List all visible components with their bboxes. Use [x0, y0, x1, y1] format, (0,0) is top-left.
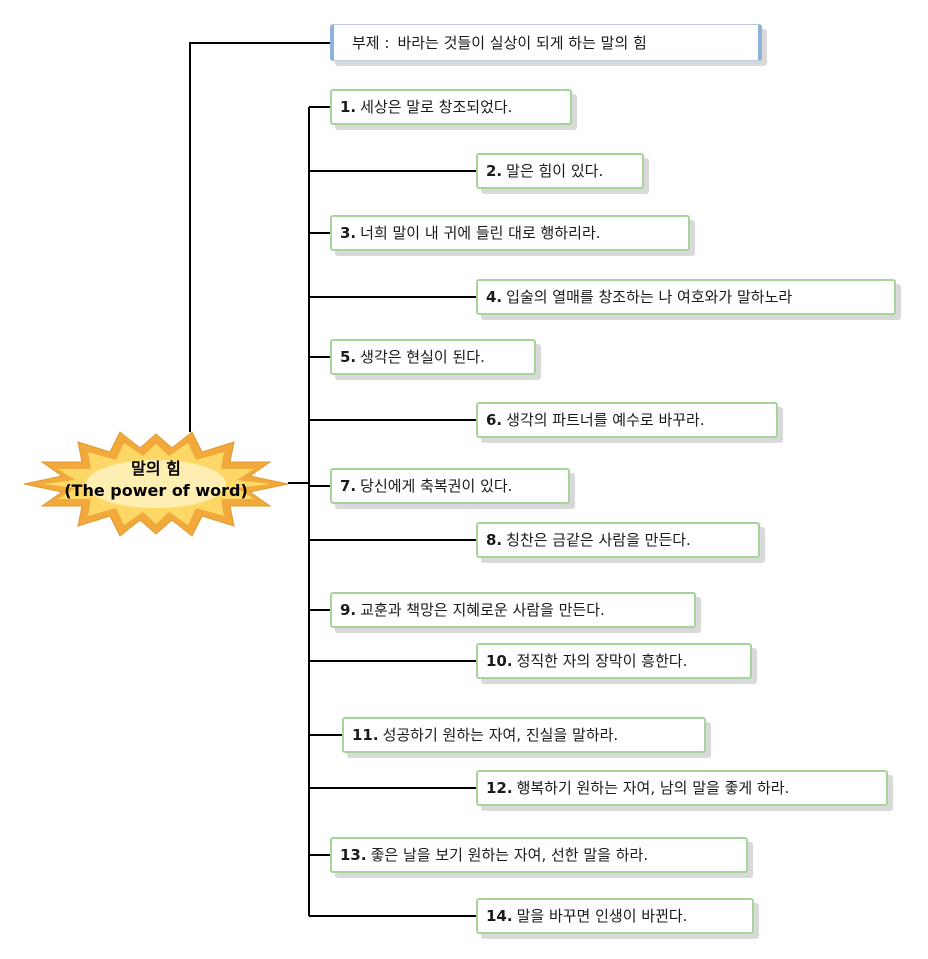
- branch-node-13[interactable]: 13. 좋은 날을 보기 원하는 자여, 선한 말을 하라.: [330, 837, 748, 873]
- branch-node-3[interactable]: 3. 너희 말이 내 귀에 들린 대로 행하리라.: [330, 215, 690, 251]
- branch-node-9[interactable]: 9. 교훈과 책망은 지혜로운 사람을 만든다.: [330, 592, 696, 628]
- branch-number: 14.: [486, 906, 513, 925]
- branch-node-8[interactable]: 8. 칭찬은 금같은 사람을 만든다.: [476, 522, 760, 558]
- branch-text: 생각의 파트너를 예수로 바꾸라.: [506, 410, 705, 429]
- branch-number: 9.: [340, 600, 357, 619]
- branch-node-10[interactable]: 10. 정직한 자의 장막이 흥한다.: [476, 643, 752, 679]
- branch-node-12[interactable]: 12. 행복하기 원하는 자여, 남의 말을 좋게 하라.: [476, 770, 888, 806]
- subtitle-label: 부제 :: [352, 34, 390, 52]
- branch-text: 성공하기 원하는 자여, 진실을 말하라.: [382, 725, 619, 744]
- branch-number: 7.: [340, 476, 357, 495]
- branch-number: 4.: [486, 287, 503, 306]
- branch-node-5[interactable]: 5. 생각은 현실이 된다.: [330, 339, 536, 375]
- branch-text: 행복하기 원하는 자여, 남의 말을 좋게 하라.: [516, 778, 790, 797]
- central-title-english: (The power of word): [64, 481, 248, 500]
- central-title-korean: 말의 힘: [131, 459, 181, 478]
- branch-number: 2.: [486, 161, 503, 180]
- branch-text: 교훈과 책망은 지혜로운 사람을 만든다.: [360, 600, 605, 619]
- subtitle-node[interactable]: 부제 : 바라는 것들이 실상이 되게 하는 말의 힘: [330, 24, 762, 61]
- branch-text: 좋은 날을 보기 원하는 자여, 선한 말을 하라.: [370, 845, 649, 864]
- subtitle-text: 바라는 것들이 실상이 되게 하는 말의 힘: [397, 34, 647, 52]
- branch-number: 12.: [486, 778, 513, 797]
- branch-number: 8.: [486, 530, 503, 549]
- central-title: 말의 힘 (The power of word): [22, 458, 290, 502]
- branch-node-14[interactable]: 14. 말을 바꾸면 인생이 바뀐다.: [476, 898, 754, 934]
- connector-subtitle: [189, 42, 330, 432]
- branch-number: 6.: [486, 410, 503, 429]
- branch-text: 말은 힘이 있다.: [506, 161, 604, 180]
- branch-node-1[interactable]: 1. 세상은 말로 창조되었다.: [330, 89, 572, 125]
- branch-node-11[interactable]: 11. 성공하기 원하는 자여, 진실을 말하라.: [342, 717, 706, 753]
- branch-text: 말을 바꾸면 인생이 바뀐다.: [516, 906, 688, 925]
- branch-number: 13.: [340, 845, 367, 864]
- branch-node-6[interactable]: 6. 생각의 파트너를 예수로 바꾸라.: [476, 402, 778, 438]
- branch-text: 세상은 말로 창조되었다.: [360, 97, 513, 116]
- branch-node-7[interactable]: 7. 당신에게 축복권이 있다.: [330, 468, 570, 504]
- branch-number: 10.: [486, 651, 513, 670]
- branch-text: 정직한 자의 장막이 흥한다.: [516, 651, 688, 670]
- branch-node-2[interactable]: 2. 말은 힘이 있다.: [476, 153, 644, 189]
- branch-text: 당신에게 축복권이 있다.: [360, 476, 513, 495]
- branch-number: 1.: [340, 97, 357, 116]
- branch-node-4[interactable]: 4. 입술의 열매를 창조하는 나 여호와가 말하노라: [476, 279, 896, 315]
- branch-number: 3.: [340, 223, 357, 242]
- branch-text: 칭찬은 금같은 사람을 만든다.: [506, 530, 691, 549]
- branch-number: 11.: [352, 725, 379, 744]
- branch-text: 입술의 열매를 창조하는 나 여호와가 말하노라: [506, 287, 793, 306]
- branch-text: 생각은 현실이 된다.: [360, 347, 485, 366]
- starburst-shape: [23, 431, 289, 537]
- branch-number: 5.: [340, 347, 357, 366]
- central-node[interactable]: 말의 힘 (The power of word): [22, 428, 290, 540]
- branch-text: 너희 말이 내 귀에 들린 대로 행하리라.: [360, 223, 601, 242]
